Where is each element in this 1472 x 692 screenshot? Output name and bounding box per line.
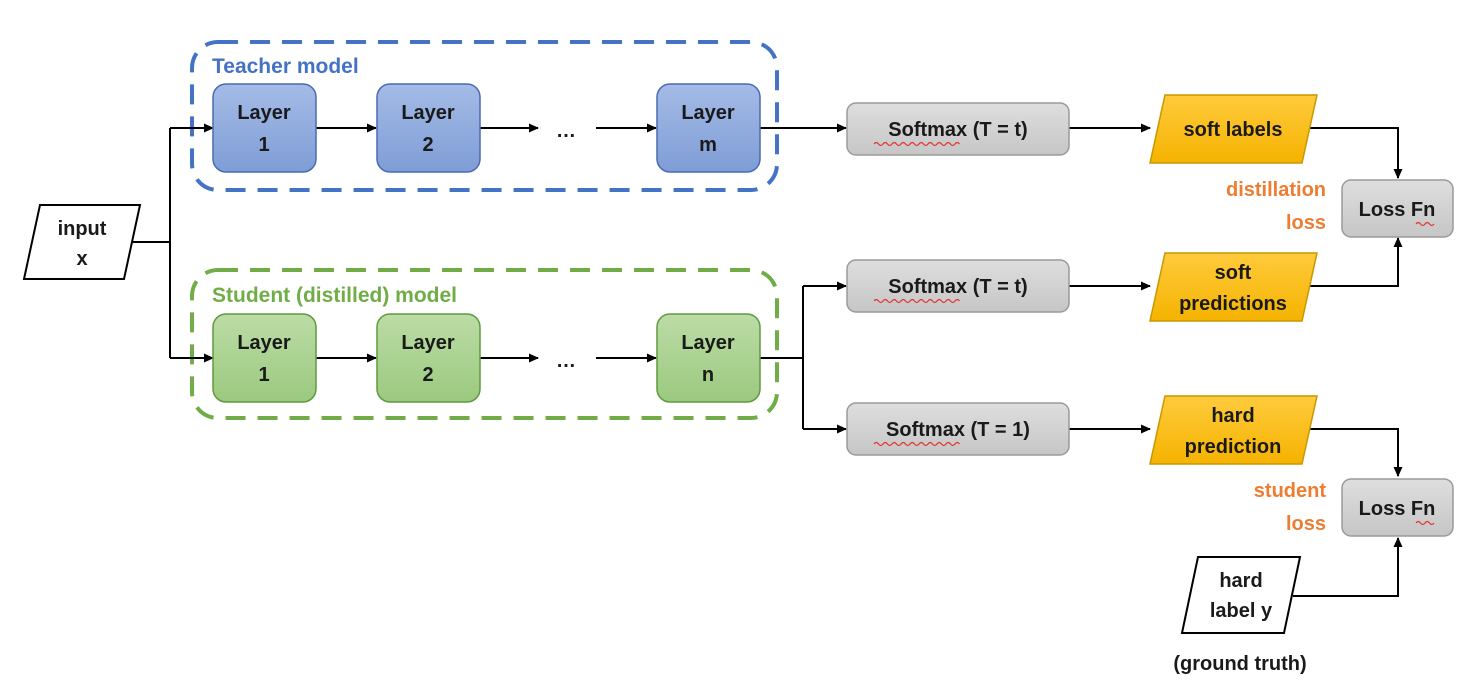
distillation-loss-label-1: distillation bbox=[1226, 179, 1326, 201]
svg-text:hard: hard bbox=[1219, 570, 1262, 592]
svg-text:Softmax (T = t): Softmax (T = t) bbox=[888, 119, 1027, 141]
svg-text:Layer: Layer bbox=[681, 332, 735, 354]
svg-text:soft labels: soft labels bbox=[1184, 119, 1283, 141]
svg-text:Layer: Layer bbox=[681, 102, 735, 124]
svg-text:prediction: prediction bbox=[1185, 436, 1282, 458]
hard-label-node: hard label y bbox=[1180, 556, 1302, 634]
distillation-loss-fn: Loss Fn bbox=[1341, 179, 1454, 238]
svg-text:n: n bbox=[702, 364, 714, 386]
arrow-soft-preds-to-loss bbox=[1302, 237, 1403, 287]
svg-text:Layer: Layer bbox=[237, 332, 291, 354]
student-model-title: Student (distilled) model bbox=[212, 284, 457, 307]
svg-text:label y: label y bbox=[1210, 600, 1273, 622]
svg-text:Layer: Layer bbox=[401, 332, 455, 354]
input-variable: x bbox=[76, 248, 87, 270]
student-ellipsis: … bbox=[556, 350, 576, 372]
distillation-loss-label-2: loss bbox=[1286, 212, 1326, 234]
svg-text:hard: hard bbox=[1211, 405, 1254, 427]
student-model-group bbox=[190, 268, 779, 420]
student-layer-n: Layer n bbox=[656, 313, 761, 403]
svg-text:1: 1 bbox=[258, 134, 269, 156]
svg-text:soft: soft bbox=[1215, 262, 1252, 284]
input-node: input x bbox=[22, 204, 142, 280]
svg-text:Softmax (T = t): Softmax (T = t) bbox=[888, 276, 1027, 298]
teacher-layer-1: Layer 1 bbox=[212, 83, 317, 173]
student-loss-label-1: student bbox=[1254, 480, 1327, 502]
arrow-ground-truth-to-loss bbox=[1293, 537, 1403, 597]
svg-text:Loss Fn: Loss Fn bbox=[1359, 498, 1436, 520]
softmax-student-t: Softmax (T = t) bbox=[846, 259, 1070, 313]
svg-text:2: 2 bbox=[422, 134, 433, 156]
soft-labels-node: soft labels bbox=[1149, 94, 1318, 164]
student-loss-fn: Loss Fn bbox=[1341, 478, 1454, 537]
teacher-ellipsis: … bbox=[556, 120, 576, 142]
svg-text:predictions: predictions bbox=[1179, 293, 1287, 315]
svg-text:Loss Fn: Loss Fn bbox=[1359, 199, 1436, 221]
student-layer-1: Layer 1 bbox=[212, 313, 317, 403]
svg-text:Layer: Layer bbox=[237, 102, 291, 124]
ground-truth-caption: (ground truth) bbox=[1173, 653, 1306, 675]
connectors bbox=[124, 123, 1403, 597]
teacher-model-group bbox=[190, 40, 779, 192]
student-layer-2: Layer 2 bbox=[376, 313, 481, 403]
softmax-student-1: Softmax (T = 1) bbox=[846, 402, 1070, 456]
svg-text:Softmax (T = 1): Softmax (T = 1) bbox=[886, 419, 1030, 441]
svg-text:Layer: Layer bbox=[401, 102, 455, 124]
teacher-layer-m: Layer m bbox=[656, 83, 761, 173]
svg-text:2: 2 bbox=[422, 364, 433, 386]
arrow-hard-pred-to-loss bbox=[1302, 428, 1403, 477]
hard-prediction-node: hard prediction bbox=[1149, 395, 1318, 465]
softmax-teacher: Softmax (T = t) bbox=[846, 102, 1070, 156]
input-label: input bbox=[58, 218, 107, 240]
soft-predictions-node: soft predictions bbox=[1149, 252, 1318, 322]
arrow-soft-labels-to-loss bbox=[1302, 127, 1403, 179]
teacher-model-title: Teacher model bbox=[212, 55, 359, 78]
svg-text:m: m bbox=[699, 134, 717, 156]
svg-text:1: 1 bbox=[258, 364, 269, 386]
student-loss-label-2: loss bbox=[1286, 513, 1326, 535]
teacher-layer-2: Layer 2 bbox=[376, 83, 481, 173]
